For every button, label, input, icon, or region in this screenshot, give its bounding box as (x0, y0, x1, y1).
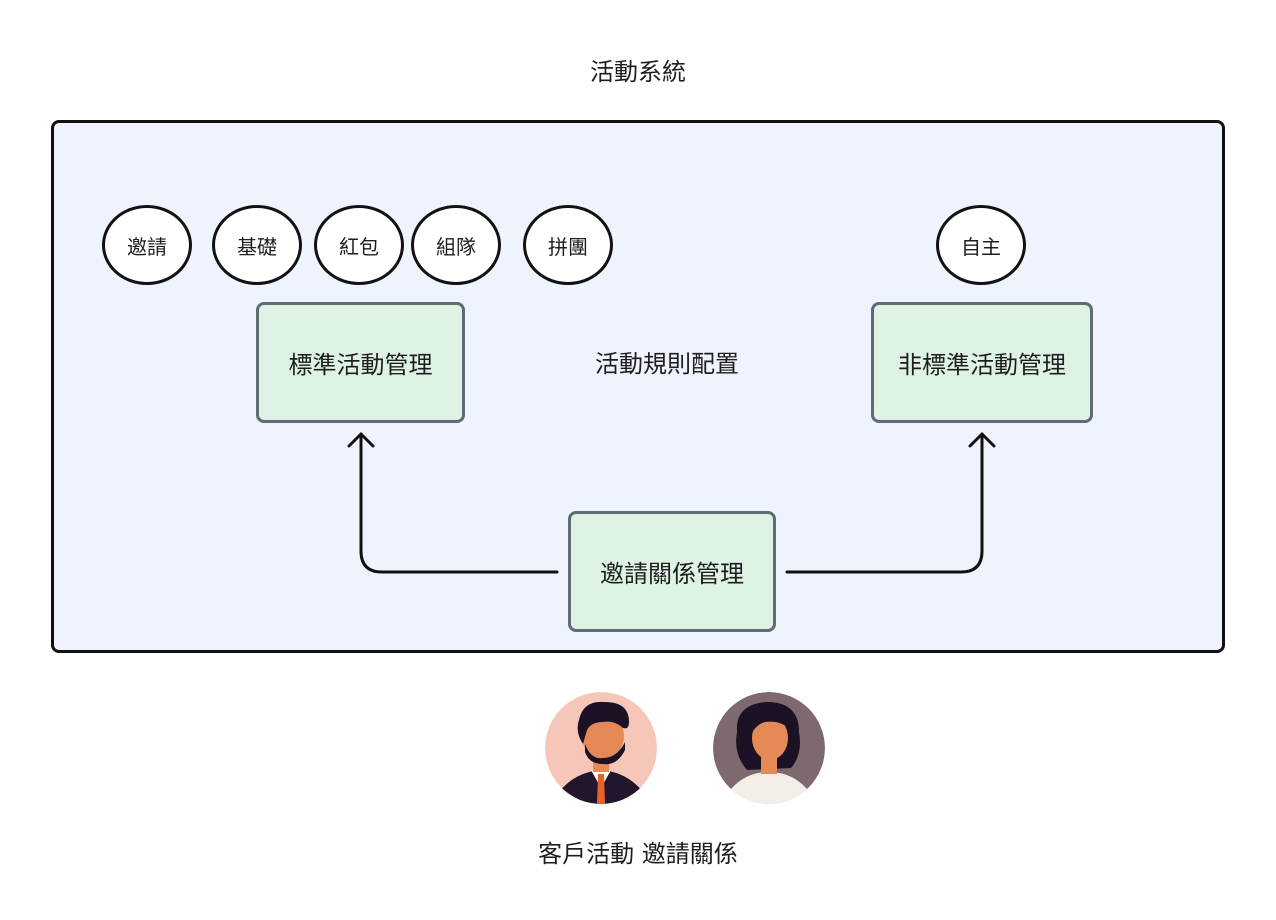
female-avatar (713, 692, 825, 804)
standard-activity-box: 標準活動管理 (256, 302, 465, 423)
rule-config-label: 活動規則配置 (595, 350, 739, 378)
caption: 客戶活動 邀請關係 (538, 840, 738, 868)
diagram-title: 活動系統 (590, 58, 686, 86)
bubble-group-buy: 拼團 (523, 205, 613, 285)
male-avatar (545, 692, 657, 804)
bubble-invite: 邀請 (102, 205, 192, 285)
bubble-team: 組隊 (411, 205, 501, 285)
bubble-basic: 基礎 (212, 205, 302, 285)
non-standard-activity-box: 非標準活動管理 (871, 302, 1093, 423)
invite-relation-box: 邀請關係管理 (568, 511, 776, 632)
bubble-custom: 自主 (936, 205, 1026, 285)
bubble-red-packet: 紅包 (314, 205, 404, 285)
